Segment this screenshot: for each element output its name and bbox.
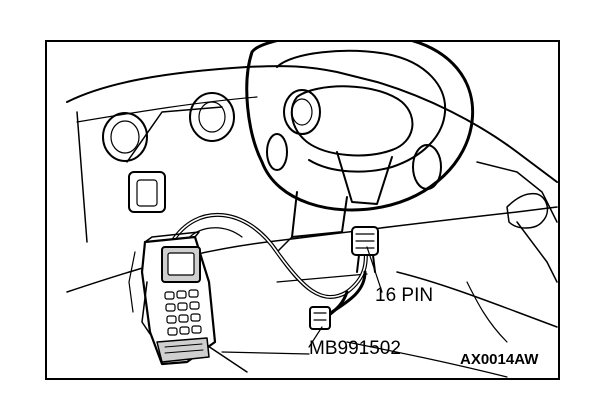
dashboard-illustration [66, 42, 558, 378]
tester-leader-line [221, 351, 310, 355]
pin-leader-line [366, 246, 383, 293]
steering-wheel [245, 42, 475, 212]
dash-switch [128, 171, 166, 213]
figure-code-label: AX0014AW [460, 351, 539, 368]
left-vent [76, 111, 148, 243]
diagram-frame: 16 PIN MB991502 AX0014AW [45, 40, 560, 380]
dashboard-outline [66, 65, 558, 183]
tester-device [128, 231, 217, 366]
part-leader-line [308, 326, 323, 348]
tester-keypad [164, 289, 202, 336]
steering-column [291, 191, 348, 238]
connector-label: 16 PIN [375, 285, 434, 306]
part-number-label: MB991502 [309, 338, 401, 359]
